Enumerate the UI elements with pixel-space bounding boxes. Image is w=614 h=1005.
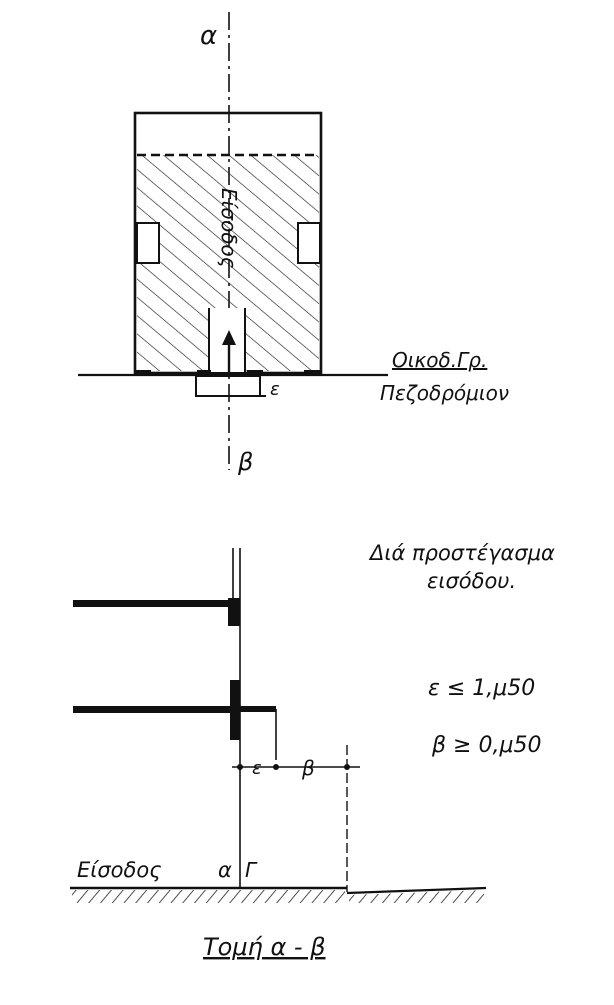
window-right — [297, 222, 321, 264]
window-left — [136, 222, 160, 264]
sidewalk-label: Πεζοδρόμιον — [380, 381, 509, 405]
gamma-section-label: Γ — [245, 858, 258, 882]
alpha-section-label: α — [218, 858, 232, 882]
caption-line1: Διά προστέγασμα — [368, 541, 555, 565]
entrance-canopy — [240, 706, 276, 712]
sidewalk-slope-line — [346, 886, 487, 895]
rule-epsilon: ε ≤ 1,μ50 — [428, 676, 535, 701]
ground-hatch-left — [72, 890, 345, 903]
entrance-section-label: Είσοδος — [77, 858, 162, 882]
axis-bottom-label: β — [237, 448, 253, 476]
upper-floor-slab — [73, 600, 232, 607]
wall-thickening — [230, 680, 240, 740]
entrance-arrowhead — [222, 330, 236, 345]
dim-beta-label: β — [301, 756, 315, 780]
dim-epsilon-label: ε — [252, 758, 262, 779]
rule-beta: β ≥ 0,μ50 — [431, 733, 541, 758]
entrance-vertical-label: Είσοδος — [217, 188, 241, 269]
section-title: Τομή α - β — [203, 933, 326, 961]
ground-hatch-right — [349, 890, 484, 903]
canopy-projection — [195, 375, 261, 397]
lower-floor-slab — [73, 706, 232, 713]
epsilon-plan-label: ε — [270, 379, 280, 400]
axis-top-label: α — [200, 21, 217, 51]
plan-view: α β Είσοδος ε Οικοδ.Γρ. Πεζοδρόμιον — [78, 12, 509, 476]
section-view: Διά προστέγασμα εισόδου. ε ≤ 1,μ50 β ≥ 0… — [70, 541, 555, 961]
building-line-label: Οικοδ.Γρ. — [392, 348, 487, 372]
caption-line2: εισόδου. — [427, 569, 516, 593]
